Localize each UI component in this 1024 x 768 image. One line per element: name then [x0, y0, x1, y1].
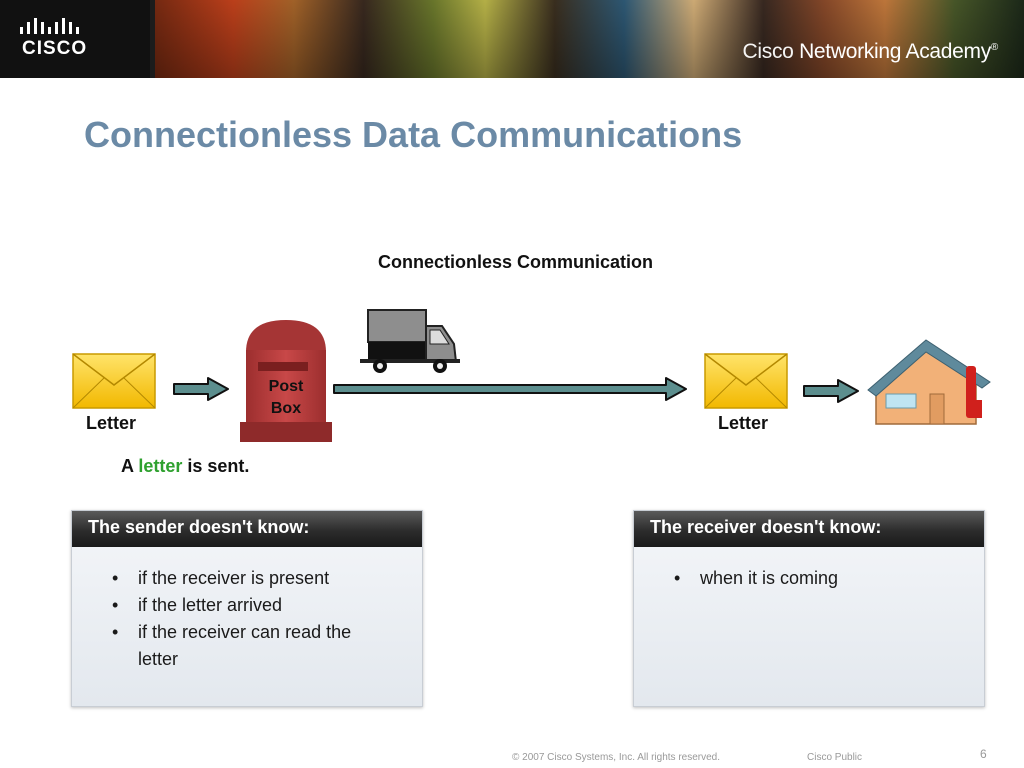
sender-panel: The sender doesn't know: if the receiver…	[71, 510, 423, 707]
sender-letter-label: Letter	[86, 413, 137, 433]
cisco-logo: CISCO	[0, 0, 150, 78]
diagram-title: Connectionless Communication	[378, 252, 654, 272]
page-number: 6	[980, 747, 987, 761]
house-icon	[867, 339, 991, 425]
sender-panel-heading: The sender doesn't know:	[72, 511, 422, 547]
slide-title: Connectionless Data Communications	[84, 114, 743, 155]
receiver-letter-label: Letter	[718, 413, 769, 433]
letter-sent-caption: A letter is sent.	[121, 456, 250, 476]
delivery-truck-icon	[360, 309, 460, 373]
list-item: if the letter arrived	[112, 592, 388, 619]
cisco-bars-icon	[20, 18, 79, 34]
list-item: if the receiver can read the letter	[112, 619, 388, 673]
sender-envelope-icon	[72, 353, 156, 409]
footer-copyright: © 2007 Cisco Systems, Inc. All rights re…	[512, 752, 721, 763]
cisco-logo-text: CISCO	[22, 38, 88, 59]
postbox-label: Post Box	[268, 378, 304, 417]
list-item: if the receiver is present	[112, 565, 388, 592]
receiver-panel: The receiver doesn't know: when it is co…	[633, 510, 985, 707]
arrow-right-icon	[803, 379, 859, 403]
footer-classification: Cisco Public	[807, 752, 863, 763]
photo-strip	[155, 0, 1024, 78]
long-arrow-right-icon	[333, 377, 687, 401]
networking-academy-wordmark: Cisco Networking Academy®	[742, 40, 999, 63]
receiver-envelope-icon	[704, 353, 788, 409]
list-item: when it is coming	[674, 565, 950, 592]
arrow-right-icon	[173, 377, 229, 401]
receiver-panel-heading: The receiver doesn't know:	[634, 511, 984, 547]
header-banner: CISCO Cisco Networking Academy®	[0, 0, 1024, 78]
receiver-unknowns-list: when it is coming	[634, 565, 984, 592]
postbox-icon	[240, 320, 332, 442]
sender-unknowns-list: if the receiver is present if the letter…	[72, 565, 422, 673]
